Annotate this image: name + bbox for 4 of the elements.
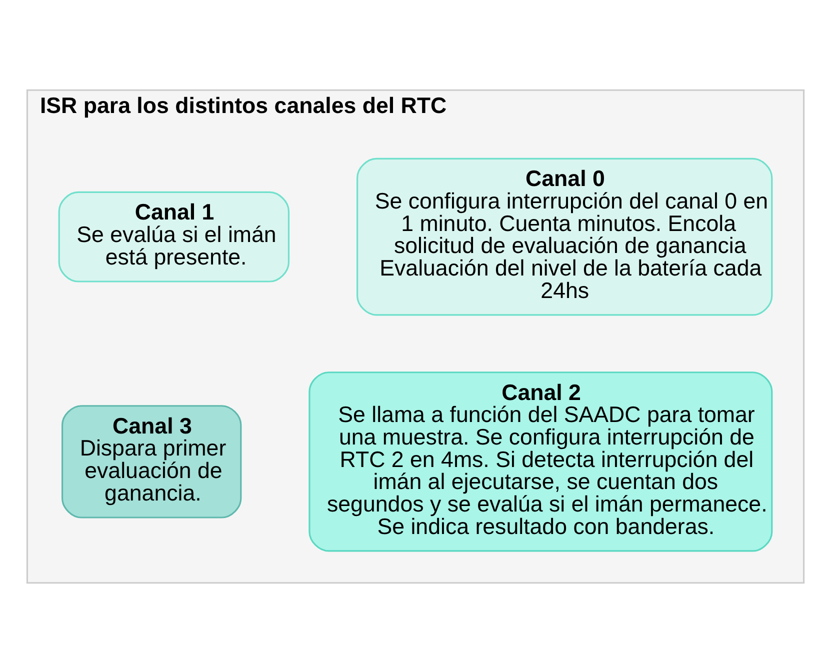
node-box: Canal 2 Se llama a función del SAADC para tomar una muestra. Se configura interrupción de RTC 2 en 4ms. Si detecta interrupción del imán al ejecutarse, se cuentan dos segundos y se evalúa si el imán permanece. Se indica resultado con banderas. [308,371,773,552]
node-box: Canal 0 Se configura interrupción del canal 0 en 1 minuto. Cuenta minutos. Encola solicitud de evaluación de ganancia Evaluación del nivel de la batería cada 24hs [356,157,773,316]
node-box: Canal 3 Dispara primer evaluación de ganancia. [62,404,242,518]
node-box: Canal 1 Se evalúa si el imán está presente. [58,190,290,282]
